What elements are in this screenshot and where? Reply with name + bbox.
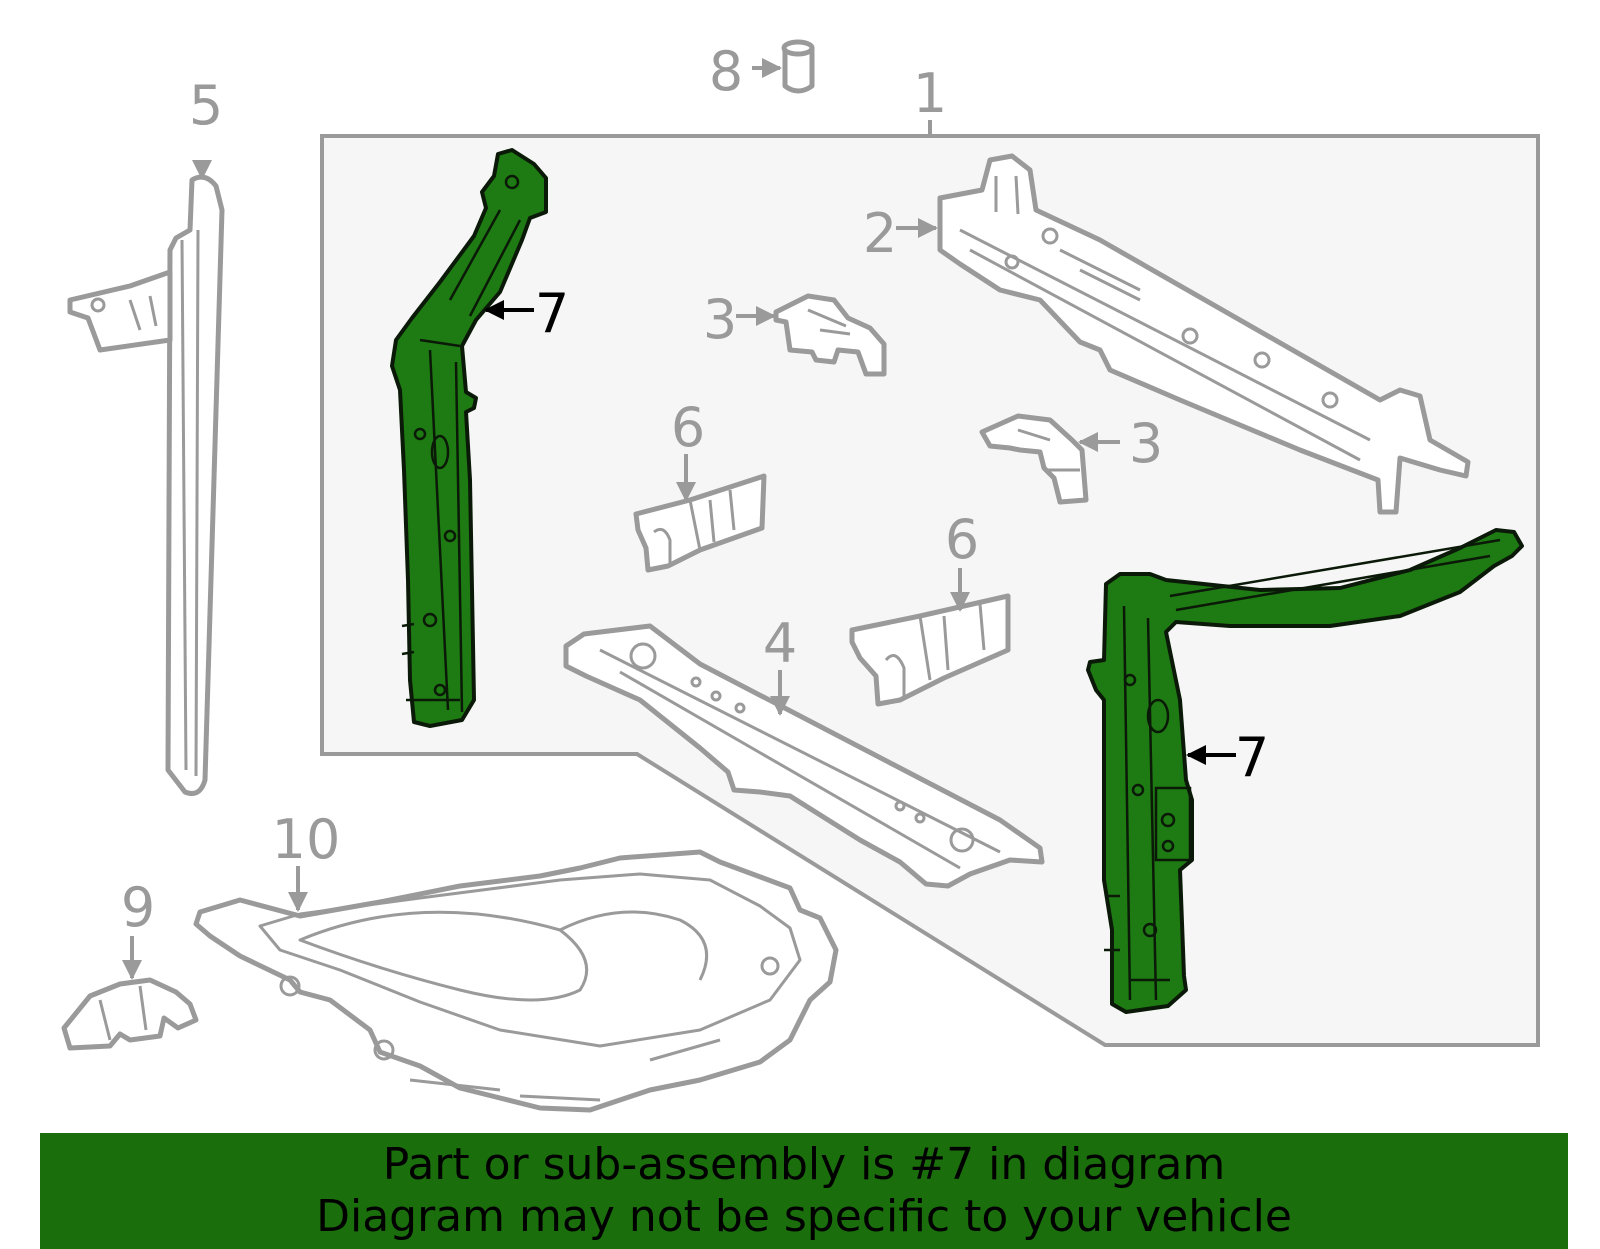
callout-10: 10 bbox=[272, 808, 341, 871]
callout-3-lower: 3 bbox=[1129, 412, 1163, 475]
part-3-bracket-lower[interactable] bbox=[979, 413, 1089, 505]
part-5-pillar[interactable] bbox=[67, 174, 225, 796]
banner-line-1: Part or sub-assembly is #7 in diagram bbox=[382, 1139, 1226, 1190]
banner-line-2: Diagram may not be specific to your vehi… bbox=[316, 1191, 1292, 1242]
callout-9: 9 bbox=[121, 876, 155, 939]
callout-7-right: 7 bbox=[1235, 726, 1269, 789]
part-7-side-support-right[interactable] bbox=[1086, 528, 1524, 1014]
part-7-side-support-left[interactable] bbox=[390, 148, 548, 728]
callout-3-upper: 3 bbox=[703, 288, 737, 351]
callout-4: 4 bbox=[763, 612, 797, 675]
part-6-bracket-left[interactable] bbox=[633, 473, 767, 573]
part-3-bracket-upper[interactable] bbox=[773, 293, 887, 377]
part-10-engine-under-cover[interactable] bbox=[193, 849, 839, 1113]
callout-2: 2 bbox=[863, 202, 897, 265]
part-6-bracket-right[interactable] bbox=[849, 593, 1011, 707]
info-banner: Part or sub-assembly is #7 in diagram Di… bbox=[40, 1133, 1568, 1249]
callout-6-left: 6 bbox=[671, 396, 705, 459]
part-2-upper-support[interactable] bbox=[937, 153, 1471, 515]
part-9-bracket[interactable] bbox=[61, 977, 199, 1051]
callout-5: 5 bbox=[189, 74, 223, 137]
callout-8: 8 bbox=[709, 40, 743, 103]
callout-7-left: 7 bbox=[535, 282, 569, 345]
callout-6-right: 6 bbox=[945, 508, 979, 571]
part-8-clip[interactable] bbox=[781, 39, 815, 94]
part-4-lower-support[interactable] bbox=[563, 623, 1045, 889]
callout-1: 1 bbox=[913, 62, 947, 125]
